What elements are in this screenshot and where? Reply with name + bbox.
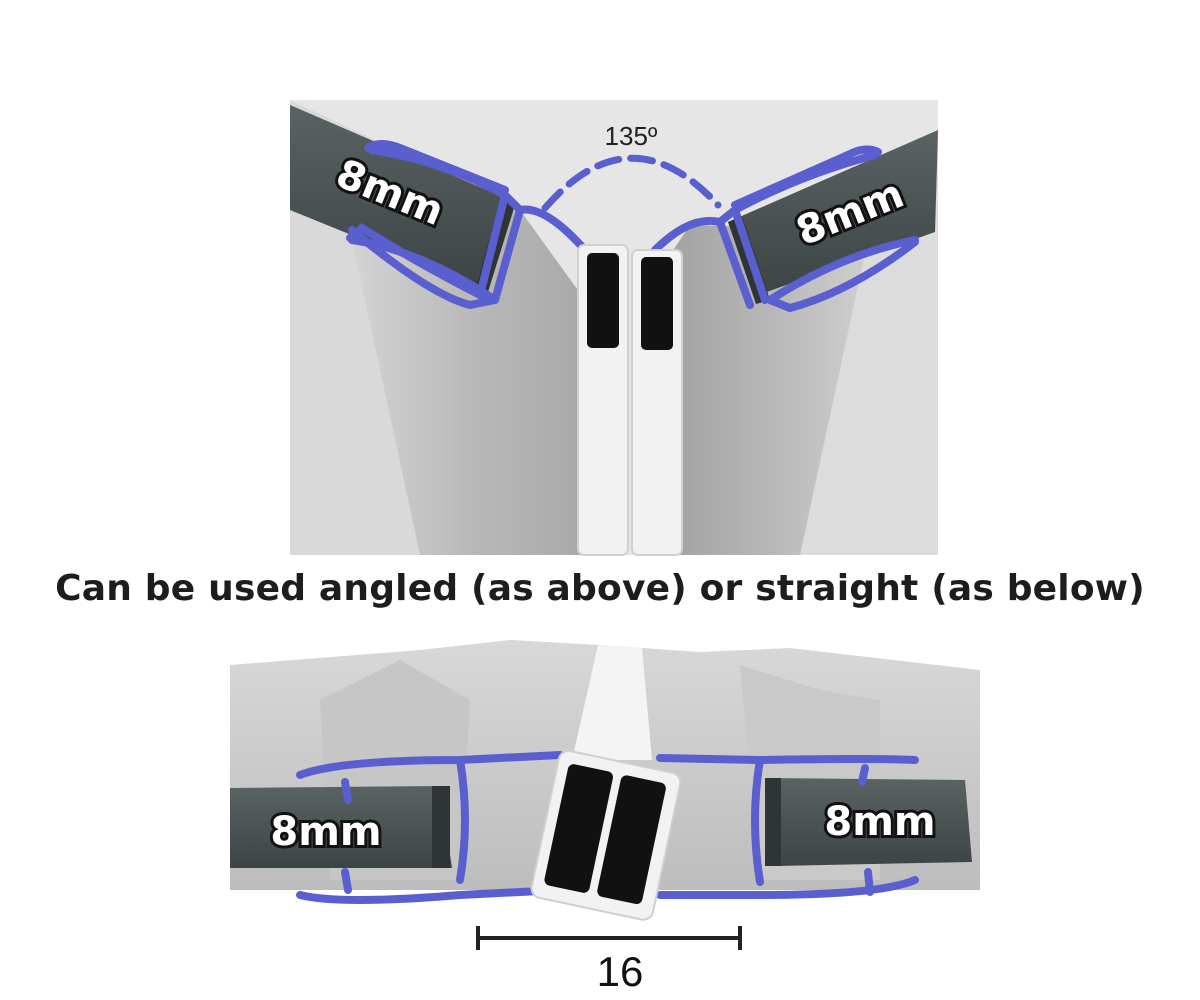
left-seal-body — [352, 210, 585, 555]
left-glass-pane — [290, 105, 510, 288]
bottom-right-glass-label: 8mm — [824, 799, 935, 845]
right-magnet — [641, 257, 673, 350]
right-seal-outline — [651, 151, 919, 312]
bottom-left-glass — [230, 786, 452, 868]
caption: Can be used angled (as above) or straigh… — [55, 568, 1145, 609]
bottom-left-magnet — [544, 764, 614, 893]
left-seal-lower-lip — [346, 223, 494, 304]
left-seal-outline — [348, 146, 589, 309]
bottom-right-glass — [768, 778, 972, 866]
angle-arc — [541, 154, 722, 212]
bottom-right-seal-outline — [656, 754, 919, 899]
bottom-right-magnet — [597, 775, 666, 905]
bottom-left-glass-label: 8mm — [270, 809, 381, 855]
bottom-left-seal-outline — [296, 751, 564, 904]
right-seal-body — [640, 225, 870, 555]
right-seal-upper-lip — [731, 145, 882, 209]
bottom-left-glass-edge — [432, 786, 450, 868]
left-magnet — [587, 253, 619, 348]
bottom-magnet-group — [530, 749, 682, 921]
top-angled-diagram: 135º 8mm 8mm — [290, 100, 938, 556]
dimension-label: 16 — [597, 948, 644, 995]
angle-label: 135º — [605, 121, 658, 151]
right-glass-pane — [728, 130, 938, 295]
bottom-central-strip — [572, 645, 652, 760]
left-seal-upper-lip — [364, 140, 509, 194]
bottom-straight-diagram: 8mm 8mm 16 — [230, 640, 980, 995]
bottom-right-glass-edge — [765, 778, 781, 866]
